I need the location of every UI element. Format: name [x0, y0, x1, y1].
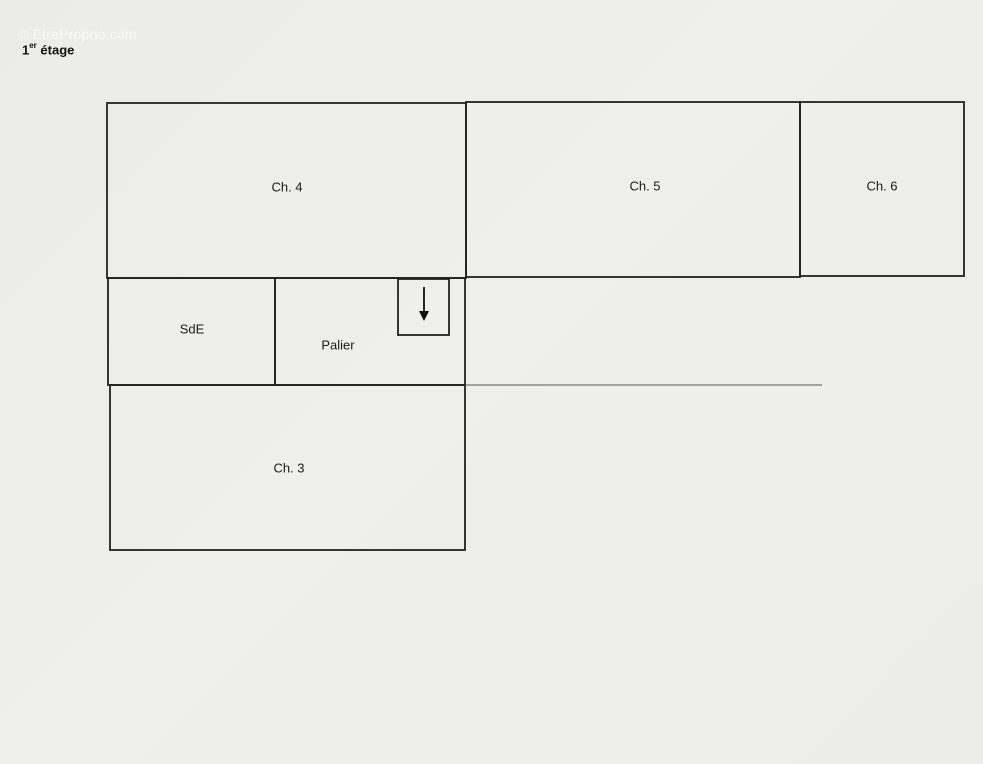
floor-title-ordinal: er: [29, 41, 37, 50]
arrow-down-icon: [419, 287, 429, 321]
stair-box: [397, 278, 450, 336]
watermark: © EtreProprio.com: [18, 26, 137, 42]
room-label-ch5: Ch. 5: [629, 178, 661, 194]
room-label-ch6: Ch. 6: [866, 178, 898, 194]
room-label-ch3: Ch. 3: [273, 460, 305, 476]
room-label-sde: SdE: [179, 321, 205, 337]
floor-title-label: étage: [36, 42, 75, 58]
floor-title-number: 1: [22, 42, 30, 58]
floor-title: 1er étage: [22, 41, 75, 58]
room-label-ch4: Ch. 4: [271, 179, 303, 195]
room-palier: [274, 277, 466, 386]
room-ch6: [799, 101, 965, 277]
room-ch3: [109, 384, 466, 551]
room-label-palier: Palier: [321, 337, 355, 353]
